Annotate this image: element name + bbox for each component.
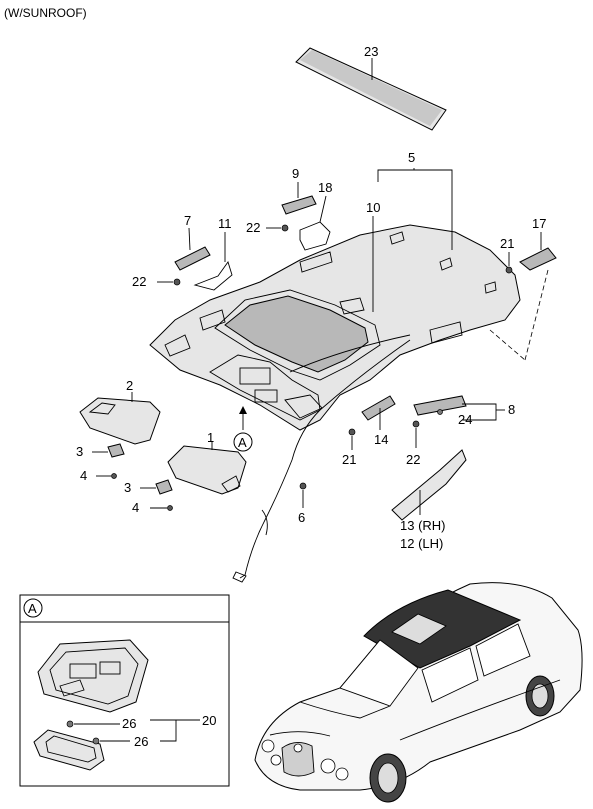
label-3b[interactable]: 3 <box>124 480 131 495</box>
part-22-screw-a <box>281 224 289 232</box>
part-18-bracket <box>299 221 331 251</box>
callout-a-letter: A <box>238 435 247 450</box>
label-2[interactable]: 2 <box>126 378 133 393</box>
part-21-clip-b <box>348 428 356 436</box>
part-1-sunvisor <box>167 445 247 495</box>
part-22-screw-c <box>412 420 420 428</box>
label-13[interactable]: 13 (RH) <box>400 518 446 533</box>
part-11-bracket <box>193 260 233 291</box>
wire-harness <box>239 339 411 579</box>
label-23[interactable]: 23 <box>364 44 378 59</box>
label-9[interactable]: 9 <box>292 166 299 181</box>
label-4a[interactable]: 4 <box>80 468 87 483</box>
label-11[interactable]: 11 <box>218 216 232 231</box>
label-14[interactable]: 14 <box>374 432 388 447</box>
label-17[interactable]: 17 <box>532 216 546 231</box>
label-12[interactable]: 12 (LH) <box>400 536 443 551</box>
part-7-handle <box>174 246 211 271</box>
part-8-lamp <box>413 395 467 416</box>
inset-a-circle <box>23 598 43 618</box>
label-4b[interactable]: 4 <box>132 500 139 515</box>
label-10[interactable]: 10 <box>366 200 380 215</box>
label-22a[interactable]: 22 <box>246 220 260 235</box>
part-4-screw-a <box>111 473 117 479</box>
part-4-screw-b <box>167 505 173 511</box>
part-6-clip <box>299 482 307 490</box>
part-14-handle <box>361 395 396 421</box>
inset-a-letter: A <box>28 601 37 616</box>
car-illustration <box>254 582 583 803</box>
label-21a[interactable]: 21 <box>500 236 514 251</box>
label-24[interactable]: 24 <box>458 412 472 427</box>
label-3a[interactable]: 3 <box>76 444 83 459</box>
part-9-handle <box>281 195 317 215</box>
label-26b[interactable]: 26 <box>134 734 148 749</box>
label-18[interactable]: 18 <box>318 180 332 195</box>
label-5[interactable]: 5 <box>408 150 415 165</box>
label-26a[interactable]: 26 <box>122 716 136 731</box>
part-22-screw-b <box>173 278 181 286</box>
label-6[interactable]: 6 <box>298 510 305 525</box>
label-7[interactable]: 7 <box>184 213 191 228</box>
part-3-holder-a <box>107 443 125 458</box>
part-17-bracket <box>519 247 557 271</box>
callout-a-circle[interactable] <box>233 432 253 452</box>
label-21b[interactable]: 21 <box>342 452 356 467</box>
label-22b[interactable]: 22 <box>132 274 146 289</box>
diagram-title: (W/SUNROOF) <box>4 6 87 20</box>
part-2-sunvisor <box>79 397 161 445</box>
part-24-bulb <box>437 409 443 415</box>
part-23-pad <box>295 47 447 131</box>
part-3-holder-b <box>155 479 173 495</box>
label-1[interactable]: 1 <box>207 430 214 445</box>
part-12-13-pillar-trim <box>391 449 467 521</box>
label-8[interactable]: 8 <box>508 402 515 417</box>
part-21-clip-a <box>505 266 513 274</box>
inset-box-a: A <box>19 594 230 787</box>
label-22c[interactable]: 22 <box>406 452 420 467</box>
label-20[interactable]: 20 <box>202 713 216 728</box>
